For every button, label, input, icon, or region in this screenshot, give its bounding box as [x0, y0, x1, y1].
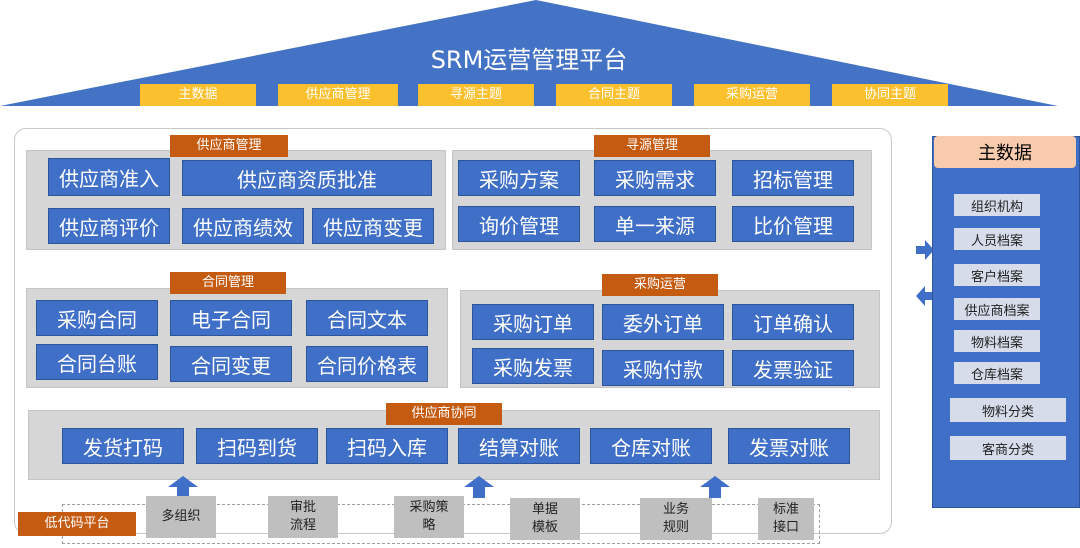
- master-data-header: 主数据: [934, 136, 1076, 168]
- low-code-approval-flow[interactable]: 审批 流程: [268, 496, 338, 538]
- procurement-plan-button[interactable]: 采购方案: [458, 160, 580, 196]
- low-code-label: 低代码平台: [18, 512, 136, 536]
- tab-contract[interactable]: 合同主题: [556, 84, 672, 106]
- tab-collaboration[interactable]: 协同主题: [832, 84, 948, 106]
- contract-ledger-button[interactable]: 合同台账: [36, 344, 158, 380]
- order-confirm-button[interactable]: 订单确认: [732, 304, 854, 340]
- invoice-verification-button[interactable]: 发票验证: [732, 350, 854, 386]
- master-item-personnel[interactable]: 人员档案: [954, 228, 1040, 250]
- master-item-material[interactable]: 物料档案: [954, 330, 1040, 352]
- tab-supplier-mgmt[interactable]: 供应商管理: [278, 84, 398, 106]
- purchase-order-button[interactable]: 采购订单: [472, 304, 594, 340]
- invoice-reconcile-button[interactable]: 发票对账: [728, 428, 850, 464]
- low-code-procurement-strategy[interactable]: 采购策 略: [394, 496, 464, 538]
- tab-master-data[interactable]: 主数据: [140, 84, 256, 106]
- low-code-multi-org[interactable]: 多组织: [146, 496, 216, 538]
- roof-banner: [0, 0, 1058, 106]
- sourcing-mgmt-header: 寻源管理: [594, 135, 710, 157]
- supplier-qualification-button[interactable]: 供应商资质批准: [182, 160, 432, 196]
- price-comparison-button[interactable]: 比价管理: [732, 206, 854, 242]
- master-item-material-category[interactable]: 物料分类: [950, 398, 1066, 422]
- supplier-performance-button[interactable]: 供应商绩效: [182, 208, 304, 244]
- master-item-warehouse[interactable]: 仓库档案: [954, 362, 1040, 384]
- contract-text-button[interactable]: 合同文本: [306, 300, 428, 336]
- e-contract-button[interactable]: 电子合同: [170, 300, 292, 336]
- tender-mgmt-button[interactable]: 招标管理: [732, 160, 854, 196]
- procurement-demand-button[interactable]: 采购需求: [594, 160, 716, 196]
- master-item-customer[interactable]: 客户档案: [954, 264, 1040, 286]
- contract-mgmt-header: 合同管理: [170, 272, 286, 294]
- low-code-business-rules[interactable]: 业务 规则: [640, 498, 712, 540]
- master-item-partner-category[interactable]: 客商分类: [950, 436, 1066, 460]
- up-arrow-icon: [700, 476, 730, 498]
- single-source-button[interactable]: 单一来源: [594, 206, 716, 242]
- left-arrow-icon: [916, 286, 934, 306]
- low-code-standard-api[interactable]: 标准 接口: [758, 498, 814, 540]
- supplier-change-button[interactable]: 供应商变更: [312, 208, 434, 244]
- warehouse-reconcile-button[interactable]: 仓库对账: [590, 428, 712, 464]
- low-code-doc-template[interactable]: 单据 模板: [510, 498, 580, 540]
- contract-price-list-button[interactable]: 合同价格表: [306, 346, 428, 382]
- purchase-payment-button[interactable]: 采购付款: [602, 350, 724, 386]
- purchase-contract-button[interactable]: 采购合同: [36, 300, 158, 336]
- supplier-mgmt-header: 供应商管理: [170, 135, 288, 157]
- settlement-reconcile-button[interactable]: 结算对账: [458, 428, 580, 464]
- right-arrow-icon: [916, 240, 934, 260]
- supplier-admission-button[interactable]: 供应商准入: [48, 158, 170, 196]
- master-item-supplier[interactable]: 供应商档案: [954, 298, 1040, 320]
- supplier-collab-header: 供应商协同: [386, 403, 502, 425]
- platform-title: SRM运营管理平台: [430, 46, 628, 74]
- procurement-ops-header: 采购运营: [602, 274, 718, 296]
- scan-warehousing-button[interactable]: 扫码入库: [326, 428, 448, 464]
- tab-procurement-ops[interactable]: 采购运营: [694, 84, 810, 106]
- scan-arrival-button[interactable]: 扫码到货: [196, 428, 318, 464]
- master-item-org[interactable]: 组织机构: [954, 194, 1040, 216]
- inquiry-mgmt-button[interactable]: 询价管理: [458, 206, 580, 242]
- supplier-evaluation-button[interactable]: 供应商评价: [48, 208, 170, 244]
- shipping-code-button[interactable]: 发货打码: [62, 428, 184, 464]
- outsourcing-order-button[interactable]: 委外订单: [602, 304, 724, 340]
- contract-change-button[interactable]: 合同变更: [170, 346, 292, 382]
- up-arrow-icon: [464, 476, 494, 498]
- purchase-invoice-button[interactable]: 采购发票: [472, 348, 594, 384]
- tab-sourcing[interactable]: 寻源主题: [418, 84, 534, 106]
- up-arrow-icon: [168, 476, 198, 498]
